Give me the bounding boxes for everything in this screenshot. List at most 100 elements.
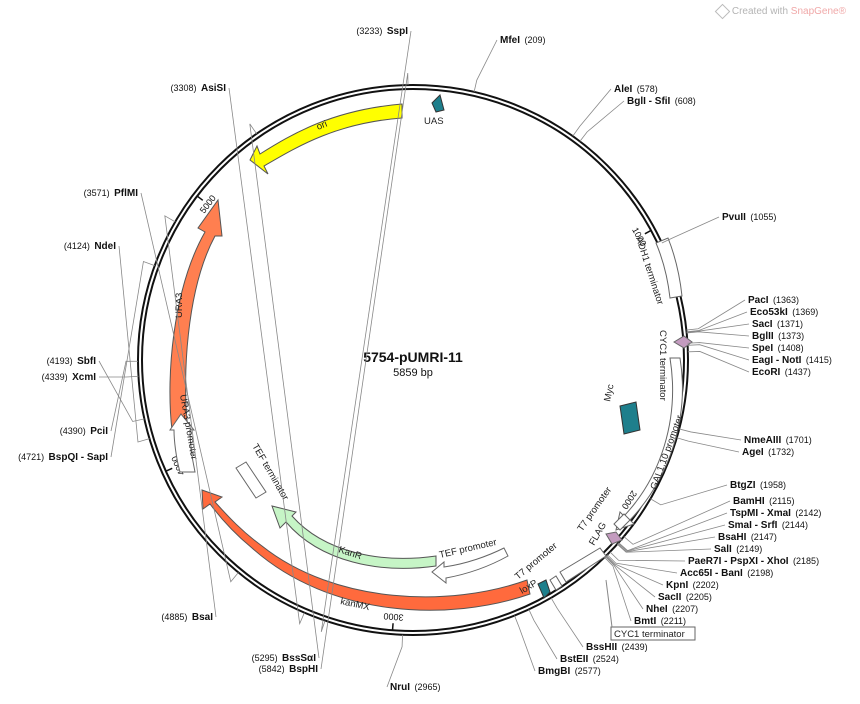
site-position: (1371): [777, 319, 803, 329]
site-enzyme-name: BglI - SfiI: [627, 96, 671, 107]
site-bsphi[interactable]: (5842) BspHI: [259, 72, 409, 676]
feature-ura3[interactable]: [169, 198, 223, 431]
tick-mark-5000: [196, 195, 204, 201]
site-bsai[interactable]: (4885) BsaI: [161, 215, 217, 624]
site-label: EcoRI (1437): [752, 362, 811, 379]
site-ecori[interactable]: EcoRI (1437): [687, 351, 811, 379]
site-saci[interactable]: SacI (1371): [686, 314, 803, 333]
site-ndei[interactable]: (4124) NdeI: [64, 236, 150, 443]
site-position: (1701): [786, 435, 812, 445]
site-paer7i-pspxi-xhoi[interactable]: PaeR7I - PspXI - XhoI (2185): [609, 551, 819, 568]
site-label: BglII (1373): [752, 326, 804, 343]
site-bsahi[interactable]: BsaHI (2147): [617, 527, 777, 553]
site-sali[interactable]: SalI (2149): [616, 539, 762, 556]
site-label: (3233) SspI: [356, 21, 408, 38]
site-nmeaiii[interactable]: NmeAIII (1701): [679, 428, 812, 447]
site-bglii[interactable]: BglII (1373): [686, 326, 804, 343]
site-leader-line: [686, 323, 750, 333]
feature-kanr[interactable]: [271, 505, 437, 569]
site-sspi[interactable]: (3233) SspI: [320, 21, 412, 633]
site-leader-line: [228, 87, 305, 626]
site-acc65i-bani[interactable]: Acc65I - BanI (2198): [606, 554, 773, 580]
site-sacii[interactable]: SacII (2205): [605, 555, 712, 604]
site-agei[interactable]: AgeI (1732): [676, 437, 794, 459]
site-position: (1415): [806, 355, 832, 365]
site-nrui[interactable]: NruI (2965): [386, 634, 440, 694]
site-enzyme-name: MfeI: [500, 35, 520, 46]
site-enzyme-name: SacII: [658, 592, 682, 603]
site-pcii[interactable]: (4390) PciI: [60, 360, 139, 438]
feature-loxp-1[interactable]: [431, 94, 445, 113]
feature-ori[interactable]: [249, 103, 403, 175]
tick-mark-4000: [165, 467, 173, 472]
site-bsteii[interactable]: BstEII (2524): [528, 609, 619, 666]
feature-label-gal110-promoter: GAL1,10 promoter: [648, 414, 685, 491]
site-bmti[interactable]: BmtI (2211): [604, 557, 687, 628]
site-leader-line: [617, 536, 716, 553]
site-bmgbi[interactable]: BmgBI (2577): [514, 615, 601, 678]
feature-kanmx[interactable]: [201, 489, 531, 611]
site-paci[interactable]: PacI (1363): [686, 290, 799, 331]
feature-flag[interactable]: [673, 335, 693, 349]
feature-uas[interactable]: [619, 401, 641, 435]
feature-tef-promoter[interactable]: [431, 547, 509, 585]
site-pflmi[interactable]: (3571) PflMI: [84, 183, 239, 583]
feature-ura3-promoter[interactable]: [169, 413, 196, 473]
site-label: Acc65I - BanI (2198): [680, 563, 773, 580]
feature-myc[interactable]: [605, 531, 623, 545]
feature-t7-promoter-2[interactable]: [549, 575, 563, 591]
site-bgli-sfii[interactable]: BglI - SfiI (608): [579, 91, 696, 142]
site-label: SpeI (1408): [752, 338, 804, 355]
feature-tef-terminator[interactable]: [235, 461, 267, 499]
site-spei[interactable]: SpeI (1408): [687, 338, 804, 355]
site-position: (1373): [778, 331, 804, 341]
site-bsss-i[interactable]: (5295) BssSαI: [249, 123, 320, 665]
site-label: (4124) NdeI: [64, 236, 116, 253]
site-smai-srfi[interactable]: SmaI - SrfI (2144): [617, 515, 808, 552]
site-mfei[interactable]: MfeI (209): [473, 30, 545, 92]
site-enzyme-name: NmeAIII: [744, 435, 781, 446]
site-leader-line: [616, 543, 712, 553]
site-bsshii[interactable]: BssHII (2439): [550, 597, 648, 654]
site-label: (4721) BspQI - SapI: [18, 447, 108, 464]
site-enzyme-name: PciI: [90, 426, 108, 437]
site-leader-line: [579, 100, 625, 142]
site-label: (4193) SbfI: [47, 351, 97, 368]
site-alei[interactable]: AleI (578): [572, 79, 658, 137]
site-btgzi[interactable]: BtgZI (1958): [650, 475, 786, 506]
site-eco53ki[interactable]: Eco53kI (1369): [686, 302, 819, 333]
site-eagi-noti[interactable]: EagI - NotI (1415): [687, 344, 832, 367]
site-kpni[interactable]: KpnI (2202): [606, 555, 719, 592]
site-position: (2439): [622, 642, 648, 652]
site-label: (4885) BsaI: [161, 607, 213, 624]
site-leader-line: [572, 88, 612, 137]
site-sbfi[interactable]: (4193) SbfI: [47, 351, 145, 422]
site-enzyme-name: AgeI: [742, 447, 764, 458]
site-label: SmaI - SrfI (2144): [728, 515, 808, 532]
site-leader-line: [686, 331, 750, 337]
site-position: (3571): [84, 188, 110, 198]
site-asisi[interactable]: (3308) AsiSI: [171, 78, 305, 626]
site-position: (2142): [795, 508, 821, 518]
site-position: (1363): [773, 295, 799, 305]
site-leader-line: [604, 557, 632, 622]
site-leader-line: [623, 500, 731, 545]
site-label: Eco53kI (1369): [750, 302, 818, 319]
site-bspqi-sapi[interactable]: (4721) BspQI - SapI: [18, 260, 155, 464]
site-bamhi[interactable]: BamHI (2115): [623, 491, 795, 545]
site-pvuii[interactable]: PvuII (1055): [661, 207, 777, 244]
site-leader-line: [618, 512, 728, 552]
feature-label-cyc1-terminator: CYC1 terminator: [614, 629, 685, 640]
site-enzyme-name: SpeI: [752, 343, 773, 354]
site-position: (1055): [750, 212, 776, 222]
feature-t7-promoter-1[interactable]: [613, 513, 631, 531]
site-position: (1732): [768, 447, 794, 457]
site-label: SacI (1371): [752, 314, 803, 331]
feature-loxp-2[interactable]: [537, 579, 551, 599]
site-label: KpnI (2202): [666, 575, 719, 592]
site-position: (4721): [18, 452, 44, 462]
feature-adh1-terminator[interactable]: [655, 237, 683, 299]
site-nhei[interactable]: NheI (2207): [605, 556, 698, 616]
site-label: BtgZI (1958): [730, 475, 786, 492]
site-label: BstEII (2524): [560, 649, 619, 666]
